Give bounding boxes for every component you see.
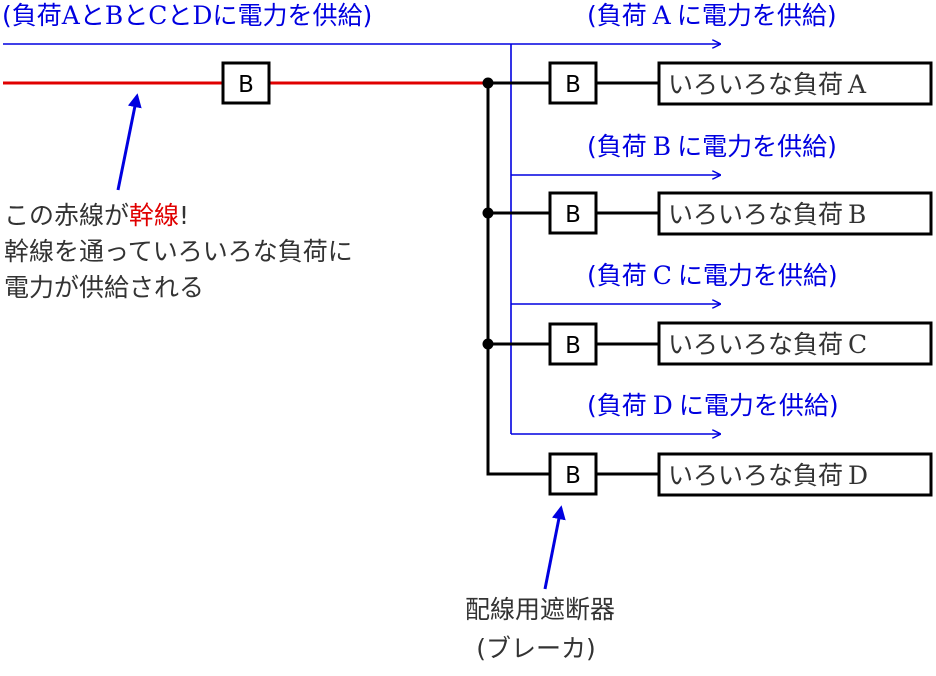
main-breaker [221, 61, 271, 105]
load-box-c [657, 321, 933, 366]
top-supply-note: (負荷AとBとCとDに電力を供給) [2, 1, 372, 30]
branch-breaker-d-label: B [565, 463, 581, 489]
trunk-note-line2: 幹線を通っていろいろな負荷に [4, 237, 353, 266]
branch-breaker-a [548, 61, 598, 105]
branch-breaker-d [548, 452, 598, 496]
breaker-note-line1: 配線用遮断器 [465, 595, 615, 624]
branch-breaker-c [548, 322, 598, 366]
junction-dot-b [482, 207, 494, 219]
branch-breaker-a-label: B [565, 72, 581, 98]
breaker-note-line2: (ブレーカ) [476, 634, 596, 663]
main-breaker-label: B [238, 72, 254, 98]
load-box-b [657, 191, 933, 236]
load-box-d [657, 452, 933, 497]
branch-breaker-c-label: B [565, 333, 581, 359]
branch-breaker-b [548, 191, 598, 235]
bus-bar [486, 83, 550, 476]
branch-breaker-b-label: B [565, 202, 581, 228]
trunk-note-line1: この赤線が幹線! [4, 201, 189, 230]
load-box-a [657, 61, 933, 106]
trunk-pointer-arrow [116, 93, 142, 191]
junction-dot-a [482, 77, 494, 89]
junction-dot-c [482, 338, 494, 350]
breaker-pointer-arrow [543, 505, 566, 590]
trunk-note-line3: 電力が供給される [4, 273, 204, 302]
